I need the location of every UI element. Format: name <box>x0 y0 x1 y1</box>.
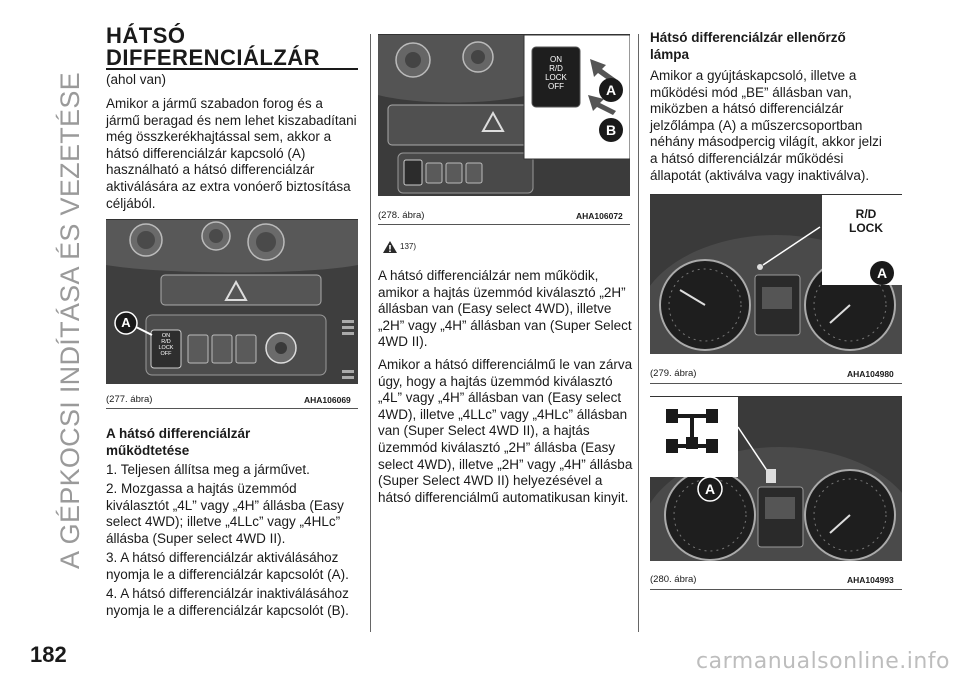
instrument-cluster-illustration <box>650 195 902 354</box>
callout-label-a: A <box>121 315 131 330</box>
instrument-cluster-4wd-illustration <box>650 397 902 561</box>
warning-reference: 137) <box>378 240 428 256</box>
indicator-heading: Hátsó differenciálzár ellenőrző lámpa <box>650 30 846 62</box>
operation-heading: A hátsó differenciálzár működtetése <box>106 426 251 458</box>
step-3: 3. A hátsó differenciálzár aktiválásához… <box>106 550 349 582</box>
section-heading: HÁTSÓ DIFFERENCIÁLZÁR <box>106 23 321 70</box>
callout-rd-text: R/D <box>855 207 877 221</box>
figure-278-code: AHA106072 <box>576 211 623 221</box>
figure-277-code: AHA106069 <box>304 395 351 405</box>
switch-on-label: ON <box>550 55 562 64</box>
figure-279-instrument-cluster: R/D LOCK A <box>650 194 902 354</box>
step-1: 1. Teljesen állítsa meg a járművet. <box>106 462 310 477</box>
watermark: carmanualsonline.info <box>696 649 950 674</box>
switch-rd-label: R/D <box>161 339 171 345</box>
column-divider <box>638 34 639 632</box>
middle-paragraph-1: A hátsó differenciálzár nem működik, ami… <box>378 268 632 350</box>
figure-280-instrument-cluster: A <box>650 396 902 561</box>
caption-rule <box>106 408 358 409</box>
switch-closeup-illustration <box>378 35 630 196</box>
column-divider <box>370 34 371 632</box>
figure-278-switch-closeup: ON R/D LOCK OFF A B <box>378 34 630 196</box>
figure-277-dashboard-switch: A ON R/D LOCK OFF <box>106 219 358 384</box>
figure-280-caption: (280. ábra) <box>650 574 697 585</box>
step-2: 2. Mozgassa a hajtás üzemmód kiválasztót… <box>106 481 344 546</box>
dashboard-switch-illustration <box>106 220 358 384</box>
figure-279-code: AHA104980 <box>847 369 894 379</box>
caption-rule <box>650 589 902 590</box>
switch-legend: ON R/D LOCK OFF <box>153 333 179 357</box>
callout-lock-text: LOCK <box>849 221 883 235</box>
switch-off-label: OFF <box>548 82 564 91</box>
warning-reference-number: 137) <box>400 242 417 251</box>
figure-280-code: AHA104993 <box>847 575 894 585</box>
figure-278-caption: (278. ábra) <box>378 210 425 221</box>
switch-lock-label: LOCK <box>545 73 567 82</box>
step-4: 4. A hátsó differenciálzár inaktiválásáh… <box>106 586 349 618</box>
closeup-switch-legend: ON R/D LOCK OFF <box>534 55 578 91</box>
warning-triangle-icon <box>383 241 397 253</box>
heading-rule <box>106 68 358 70</box>
callout-label-a: A <box>605 82 617 98</box>
figure-277-caption: (277. ábra) <box>106 394 153 405</box>
switch-rd-label: R/D <box>549 64 563 73</box>
page-number: 182 <box>30 642 67 667</box>
switch-lock-label: LOCK <box>158 345 174 351</box>
caption-rule <box>378 224 630 225</box>
intro-paragraph: Amikor a jármű szabadon forog és a jármű… <box>106 96 357 211</box>
section-subtitle: (ahol van) <box>106 72 167 87</box>
switch-off-label: OFF <box>160 351 172 357</box>
caption-rule <box>650 383 902 384</box>
callout-label-a: A <box>876 265 888 281</box>
callout-label-a: A <box>704 481 716 497</box>
switch-on-label: ON <box>161 333 171 339</box>
callout-label-b: B <box>605 122 617 138</box>
indicator-paragraph: Amikor a gyújtáskapcsoló, illetve a műkö… <box>650 68 882 183</box>
figure-279-caption: (279. ábra) <box>650 368 697 379</box>
callout-rd-lock: R/D LOCK <box>836 207 896 235</box>
chapter-sidebar-title: A GÉPKOCSI INDÍTÁSA ÉS VEZETÉSE <box>54 71 85 569</box>
middle-paragraph-2: Amikor a hátsó differenciálmű le van zár… <box>378 357 633 505</box>
